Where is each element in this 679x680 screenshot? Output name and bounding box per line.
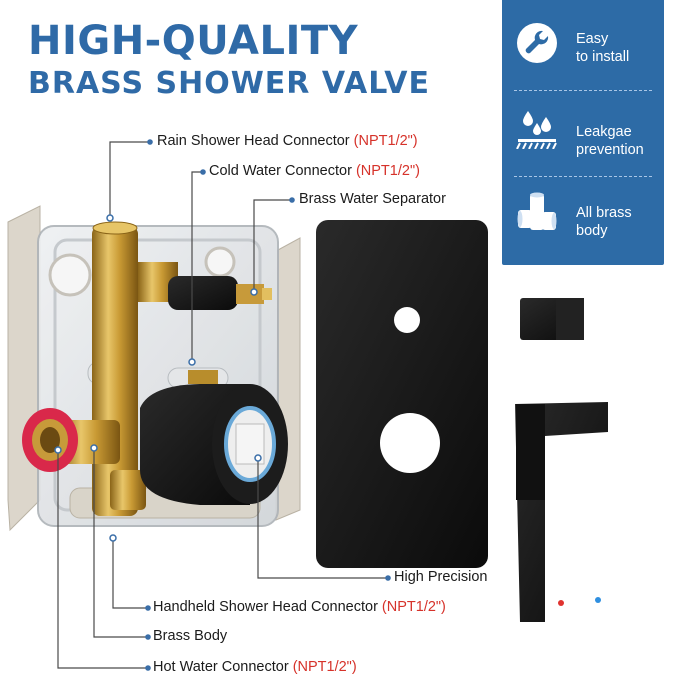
water-separator-stem — [168, 276, 272, 310]
callout-label: Cold Water Connector — [209, 163, 356, 179]
feature-line-1: Easy — [576, 31, 609, 47]
wall-elbow-part — [520, 298, 584, 340]
callout-brass-body: Brass Body — [153, 628, 227, 644]
headline-subtitle: BRASS SHOWER VALVE — [28, 66, 430, 101]
feature-leak-prevention: Leakgae prevention — [502, 95, 664, 175]
feature-line-2: body — [576, 223, 608, 239]
feature-easy-install: Easy to install — [502, 8, 664, 88]
trim-cover-plate — [316, 220, 488, 568]
callout-spec: (NPT1/2") — [381, 599, 446, 615]
callout-label: High Precision — [394, 569, 488, 585]
feature-line-1: Leakgae — [576, 124, 632, 140]
callout-label: Hot Water Connector — [153, 659, 293, 675]
feature-line-2: to install — [576, 49, 630, 65]
brass-body-icon — [517, 192, 557, 230]
callout-spec: (NPT1/2") — [355, 163, 420, 179]
callout-label: Handheld Shower Head Connector — [153, 599, 382, 615]
valve-cartridge — [140, 384, 288, 505]
feature-line-2: prevention — [576, 142, 644, 158]
callout-label: Rain Shower Head Connector — [157, 133, 354, 149]
headline-title: HIGH-QUALITY — [28, 18, 359, 64]
feature-panel: Easy to install Leakgae prevention All — [502, 0, 664, 265]
water-drop-icon — [516, 111, 557, 149]
callout-hot-water-connector: Hot Water Connector (NPT1/2") — [153, 659, 357, 675]
feature-line-1: All brass — [576, 205, 632, 221]
callout-handheld-connector: Handheld Shower Head Connector (NPT1/2") — [153, 599, 446, 615]
callout-label: Brass Water Separator — [299, 191, 446, 207]
feature-all-brass: All brass body — [502, 180, 664, 260]
divider — [514, 176, 652, 177]
wrench-icon — [517, 23, 557, 63]
callout-label: Brass Body — [153, 628, 228, 644]
divider — [514, 90, 652, 91]
handle-lever — [515, 402, 608, 622]
callout-brass-water-separator: Brass Water Separator — [299, 191, 446, 207]
callout-spec: (NPT1/2") — [292, 659, 357, 675]
callout-cold-water-connector: Cold Water Connector (NPT1/2") — [209, 163, 420, 179]
callout-rain-shower-connector: Rain Shower Head Connector (NPT1/2") — [157, 133, 418, 149]
callout-spec: (NPT1/2") — [353, 133, 418, 149]
callout-high-precision: High Precision — [394, 569, 488, 585]
